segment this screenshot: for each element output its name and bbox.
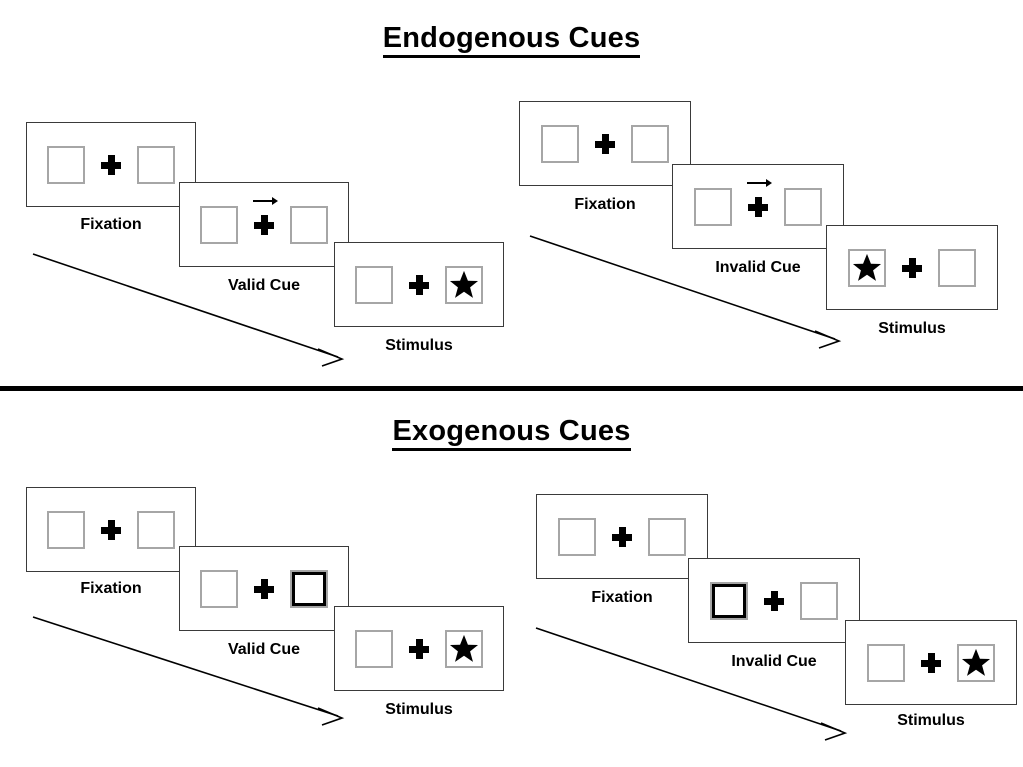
panel-endogenous-invalid-cue	[672, 164, 844, 249]
right-box	[290, 205, 328, 244]
right-box	[631, 124, 669, 163]
caption-exogenous-valid-cue: Valid Cue	[227, 641, 301, 658]
caption-endogenous-valid-stimulus: Stimulus	[385, 337, 453, 354]
panel-content	[355, 629, 483, 668]
left-box	[848, 248, 886, 287]
panel-content	[694, 178, 822, 226]
panel-content	[200, 569, 328, 608]
fixation-cross-icon	[101, 519, 121, 540]
time-arrow-exogenous-valid	[32, 616, 345, 726]
left-box	[558, 517, 596, 556]
right-box	[800, 581, 838, 620]
left-box	[694, 187, 732, 226]
right-box	[784, 187, 822, 226]
panel-exogenous-valid-stimulus	[334, 606, 504, 691]
section-divider	[0, 386, 1023, 391]
fixation-cross-icon	[101, 154, 121, 175]
panel-content	[47, 145, 175, 184]
star-icon	[449, 270, 479, 298]
fixation-cross-icon	[921, 652, 941, 673]
left-box	[355, 629, 393, 668]
caption-endogenous-invalid-stimulus: Stimulus	[878, 320, 946, 337]
fixation-cross-icon	[409, 638, 429, 659]
left-box	[541, 124, 579, 163]
caption-endogenous-invalid-fixation: Fixation	[574, 196, 636, 213]
caption-exogenous-invalid-fixation: Fixation	[591, 589, 653, 606]
panel-endogenous-valid-stimulus	[334, 242, 504, 327]
panel-exogenous-invalid-fixation	[536, 494, 708, 579]
panel-endogenous-invalid-stimulus	[826, 225, 998, 310]
left-box	[867, 643, 905, 682]
time-arrow-endogenous-valid	[32, 253, 345, 367]
section-title-exogenous-text: Exogenous Cues	[392, 415, 631, 451]
fixation-cross-icon	[764, 590, 784, 611]
left-box	[355, 265, 393, 304]
left-box	[200, 205, 238, 244]
panel-content	[558, 517, 686, 556]
caption-endogenous-valid-fixation: Fixation	[80, 216, 142, 233]
section-title-endogenous-text: Endogenous Cues	[382, 22, 641, 58]
panel-content	[867, 643, 995, 682]
section-title-endogenous: Endogenous Cues	[0, 22, 1023, 58]
star-icon	[449, 634, 479, 662]
fixation-cross-icon	[747, 178, 772, 217]
panel-content	[541, 124, 669, 163]
left-box	[47, 510, 85, 549]
right-box	[445, 629, 483, 668]
right-box	[648, 517, 686, 556]
left-box	[47, 145, 85, 184]
fixation-cross-icon	[409, 274, 429, 295]
panel-exogenous-invalid-cue	[688, 558, 860, 643]
right-box	[137, 145, 175, 184]
panel-content	[47, 510, 175, 549]
left-box-highlighted-cue	[710, 581, 748, 620]
right-box	[957, 643, 995, 682]
fixation-cross-icon	[253, 196, 278, 235]
panel-exogenous-invalid-stimulus	[845, 620, 1017, 705]
fixation-cross-icon	[902, 257, 922, 278]
star-icon	[852, 253, 882, 281]
left-box	[200, 569, 238, 608]
time-arrow-endogenous-invalid	[529, 235, 842, 349]
arrow-right-cue-icon	[747, 178, 772, 187]
fixation-cross-icon	[254, 578, 274, 599]
caption-exogenous-valid-fixation: Fixation	[80, 580, 142, 597]
panel-content	[710, 581, 838, 620]
panel-endogenous-valid-cue	[179, 182, 349, 267]
caption-exogenous-invalid-stimulus: Stimulus	[897, 712, 965, 729]
right-box-highlighted-cue	[290, 569, 328, 608]
panel-content	[355, 265, 483, 304]
right-box	[938, 248, 976, 287]
fixation-cross-icon	[595, 133, 615, 154]
panel-content	[200, 196, 328, 244]
time-arrow-exogenous-invalid	[535, 627, 848, 741]
caption-endogenous-valid-cue: Valid Cue	[227, 277, 301, 294]
caption-endogenous-invalid-cue: Invalid Cue	[715, 259, 801, 276]
panel-endogenous-valid-fixation	[26, 122, 196, 207]
panel-exogenous-valid-cue	[179, 546, 349, 631]
section-title-exogenous: Exogenous Cues	[0, 415, 1023, 451]
caption-exogenous-invalid-cue: Invalid Cue	[731, 653, 817, 670]
right-box	[137, 510, 175, 549]
panel-exogenous-valid-fixation	[26, 487, 196, 572]
caption-exogenous-valid-stimulus: Stimulus	[385, 701, 453, 718]
right-box	[445, 265, 483, 304]
panel-content	[848, 248, 976, 287]
fixation-cross-icon	[612, 526, 632, 547]
panel-endogenous-invalid-fixation	[519, 101, 691, 186]
star-icon	[961, 648, 991, 676]
arrow-right-cue-icon	[253, 196, 278, 205]
